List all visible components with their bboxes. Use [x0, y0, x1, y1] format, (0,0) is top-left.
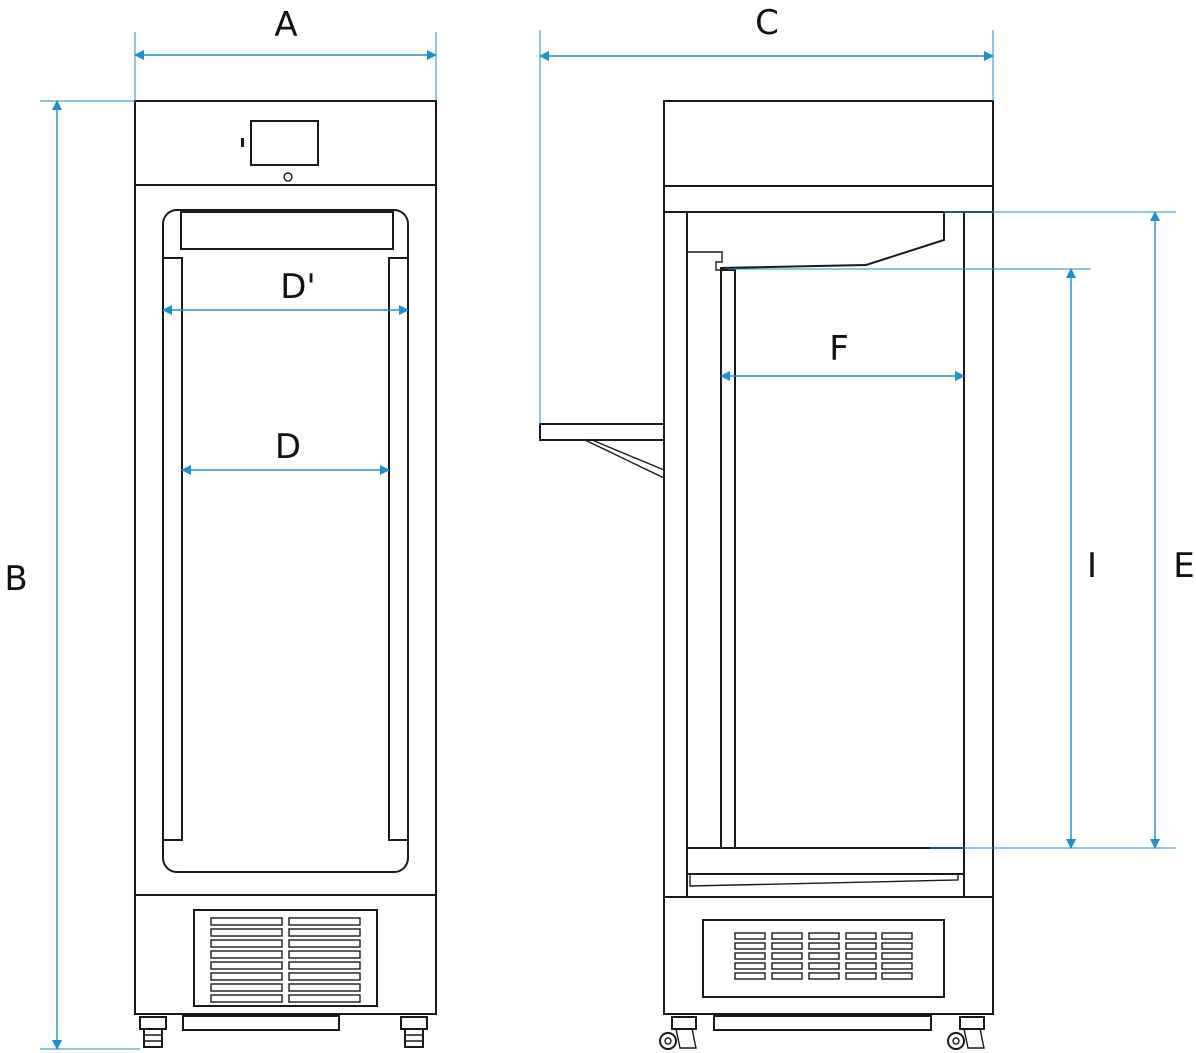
lock-icon	[283, 172, 293, 182]
front-vent-grille	[193, 909, 378, 1007]
label-I: I	[1087, 546, 1097, 586]
door-side-profile	[720, 269, 736, 849]
front-cabinet-outline	[134, 100, 437, 1015]
front-vent-slots	[210, 917, 361, 1003]
side-view	[539, 100, 994, 1050]
dimension-D: D	[181, 427, 390, 475]
side-cabinet-outline	[663, 100, 994, 1015]
side-vent-grille	[702, 919, 945, 998]
door-right-rail	[388, 257, 409, 841]
door-hinge-arm	[584, 439, 665, 479]
open-door-panel	[539, 423, 665, 441]
front-base-plate	[182, 1015, 340, 1031]
label-C: C	[755, 3, 779, 43]
side-left-castor	[659, 1016, 697, 1050]
front-right-foot	[400, 1016, 428, 1048]
side-vent-slots	[734, 932, 913, 980]
chamber-bottom-tray	[686, 847, 965, 875]
dimension-D-prime: D'	[162, 267, 409, 315]
dimension-F: F	[720, 329, 965, 381]
label-D: D	[275, 427, 301, 467]
front-view	[134, 100, 437, 1048]
control-display-screen	[250, 120, 319, 166]
side-right-castor	[947, 1016, 985, 1050]
door-left-rail	[162, 257, 183, 841]
chamber-floor	[689, 874, 959, 887]
dimension-I: I	[728, 268, 1176, 849]
inner-chamber	[686, 211, 965, 898]
label-A: A	[274, 5, 297, 45]
dimension-B: B	[4, 100, 140, 1050]
label-B: B	[4, 559, 27, 599]
door-top-rail	[180, 211, 394, 250]
power-switch-icon	[241, 138, 244, 147]
air-duct-lip	[687, 251, 728, 271]
label-D-prime: D'	[280, 267, 316, 307]
front-left-foot	[139, 1016, 167, 1048]
air-duct	[719, 212, 945, 269]
dimension-C: C	[539, 3, 994, 424]
label-F: F	[829, 329, 849, 369]
dimension-E: E	[944, 211, 1195, 849]
label-E: E	[1173, 546, 1194, 586]
side-base-plate	[713, 1015, 932, 1031]
dimension-A: A	[134, 5, 437, 101]
